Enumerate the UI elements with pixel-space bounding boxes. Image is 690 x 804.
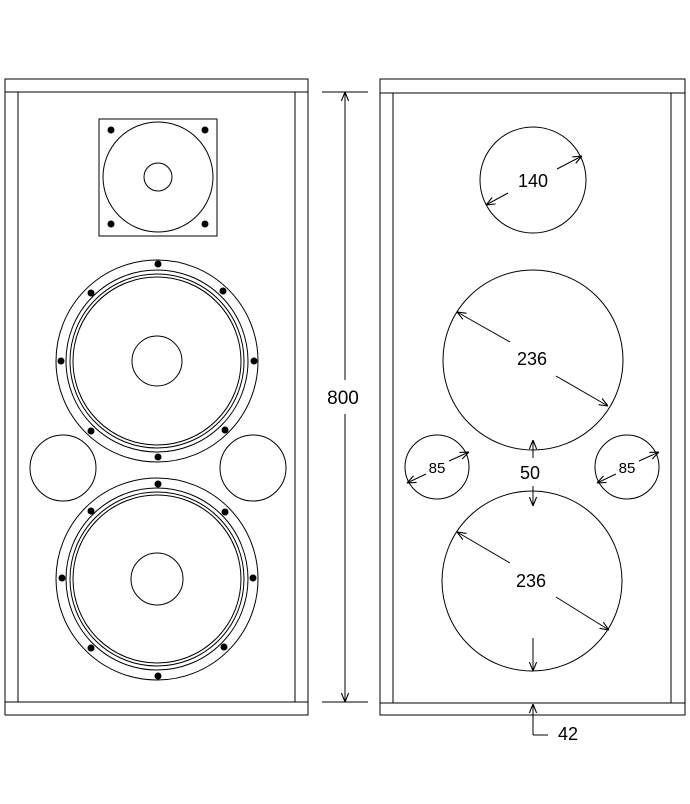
woofer-upper-frame xyxy=(55,259,259,463)
tweeter-screw xyxy=(107,126,115,134)
woofer-lower-diameter-arrow-upper xyxy=(457,532,511,564)
woofer-upper-screw xyxy=(87,427,95,435)
woofer-lower-cone xyxy=(72,494,242,664)
woofer-lower-screw xyxy=(221,508,229,516)
woofer-lower-dustcap xyxy=(130,552,184,606)
woofer-upper-dustcap xyxy=(131,335,183,387)
front-view xyxy=(4,78,309,716)
port-right-front xyxy=(219,434,287,502)
woofer-lower-screw xyxy=(58,574,66,582)
woofer-gap-label: 50 xyxy=(520,463,540,483)
woofer-lower-diameter-arrow-lower xyxy=(555,596,609,630)
port-right-arrow-upper xyxy=(638,452,659,462)
port-left-diameter-label: 85 xyxy=(429,460,446,477)
port-left-arrow-upper xyxy=(448,452,469,462)
woofer-upper-screw xyxy=(221,426,229,434)
woofer-lower-frame xyxy=(55,477,259,681)
bottom-offset-label: 42 xyxy=(558,724,578,744)
port-right-cutout xyxy=(594,434,660,500)
woofer-upper-ring xyxy=(65,269,249,453)
woofer-upper-diameter-arrow-upper xyxy=(457,312,511,343)
woofer-lower-screw xyxy=(154,672,162,680)
tweeter-diameter-arrow-upper xyxy=(556,156,582,170)
tweeter-diameter-label: 140 xyxy=(518,171,548,191)
height-dimension-label: 800 xyxy=(327,388,359,409)
cutout-view: 140 236 50 85 85 236 42 xyxy=(379,78,686,744)
tweeter-dome xyxy=(143,162,173,192)
tweeter xyxy=(98,118,218,237)
port-left-cutout xyxy=(404,434,470,500)
port-right-diameter-label: 85 xyxy=(619,460,636,477)
woofer-upper-diameter-label: 236 xyxy=(517,349,547,369)
tweeter-screw xyxy=(107,220,115,228)
front-cabinet-outline xyxy=(4,78,309,716)
woofer-lower-screw xyxy=(87,507,95,515)
woofer-lower-ring xyxy=(65,487,249,671)
woofer-upper-screw xyxy=(154,260,162,268)
port-right-arrow-lower xyxy=(597,473,617,483)
tweeter-screw xyxy=(201,126,209,134)
woofer-lower xyxy=(55,477,259,681)
tweeter-diameter-arrow-lower xyxy=(486,192,509,205)
tweeter-cone xyxy=(102,121,214,233)
port-left-arrow-lower xyxy=(407,473,427,483)
woofer-lower-diameter-label: 236 xyxy=(516,571,546,591)
woofer-upper-surround xyxy=(69,273,245,449)
tweeter-cutout xyxy=(479,126,587,234)
tweeter-screw xyxy=(201,220,209,228)
woofer-lower-surround xyxy=(69,491,245,667)
woofer-lower-screw xyxy=(87,644,95,652)
woofer-lower-cutout xyxy=(441,490,623,672)
woofer-upper-screw xyxy=(219,287,227,295)
woofer-lower-screw xyxy=(154,480,162,488)
port-left-front xyxy=(29,434,97,502)
woofer-upper-screw xyxy=(87,289,95,297)
woofer-upper-cone xyxy=(72,276,242,446)
height-dimension: 800 xyxy=(322,91,368,703)
woofer-lower-screw xyxy=(220,643,228,651)
woofer-upper xyxy=(55,259,259,463)
woofer-upper-diameter-arrow-lower xyxy=(555,375,608,406)
woofer-upper-screw xyxy=(57,357,65,365)
woofer-upper-screw xyxy=(250,357,258,365)
tweeter-flange xyxy=(98,118,218,237)
woofer-upper-screw xyxy=(154,453,162,461)
woofer-lower-screw xyxy=(249,574,257,582)
